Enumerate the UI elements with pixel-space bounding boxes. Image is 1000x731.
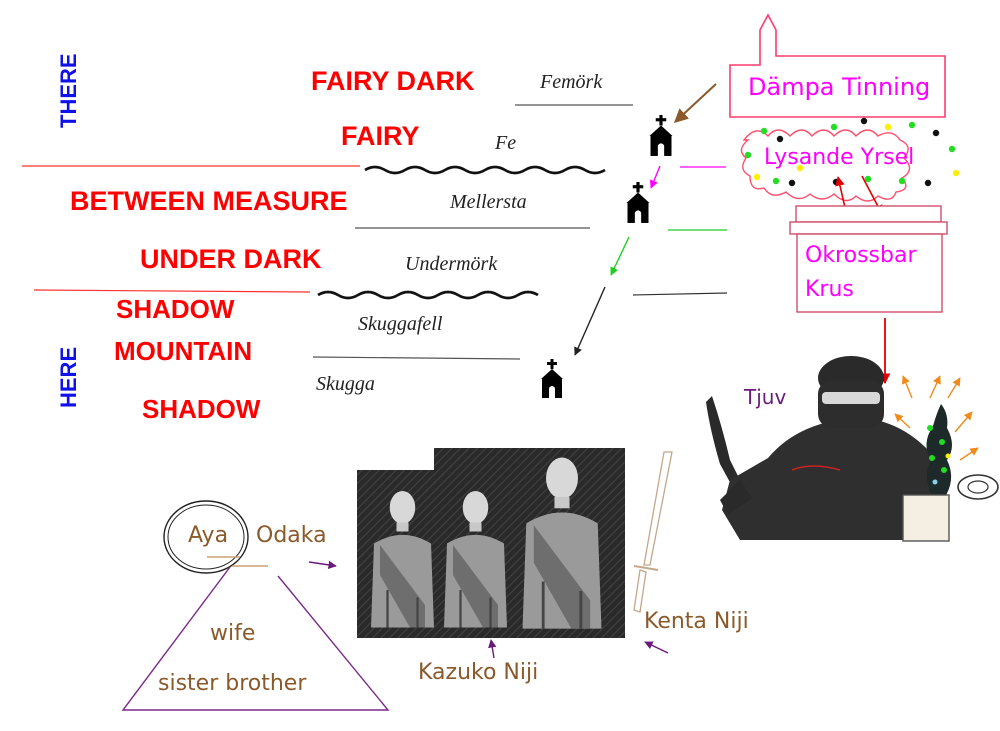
link-line-black <box>632 292 728 296</box>
realm-under-dark: UNDER DARK <box>140 244 322 274</box>
thief-label: Tjuv <box>743 385 786 409</box>
here-axis-label: HERE <box>56 347 81 408</box>
person-aya-last: Odaka <box>256 523 327 548</box>
relation-sister-brother: sister brother <box>158 671 307 696</box>
glow-arrows <box>894 375 979 461</box>
realm-swedish-fe: Fe <box>494 132 516 154</box>
arrow-chapel-to-chapel <box>649 165 661 189</box>
item-jar-label-2: Krus <box>805 277 854 302</box>
realm-swedish-mellersta: Mellersta <box>449 191 527 213</box>
wavy-border <box>364 165 606 175</box>
thief-figure-icon <box>706 356 946 540</box>
realm-fairy: FAIRY <box>341 121 420 151</box>
cloud-outline-icon <box>740 129 911 202</box>
aya-highlight-circle-inner <box>167 504 245 570</box>
person-kenta: Kenta Niji <box>644 609 749 634</box>
item-cloud-label: Lysande Yrsel <box>764 145 914 170</box>
arrow-chapel-down <box>574 286 606 356</box>
glowing-plant-icon <box>902 404 999 542</box>
realm-swedish-skugga: Skugga <box>316 373 375 395</box>
monks-family-icon <box>357 448 625 638</box>
chapel-icon <box>626 182 650 223</box>
person-aya-first: Aya <box>188 523 228 548</box>
jar-body-icon <box>789 221 948 235</box>
item-church-label: Dämpa Tinning <box>748 73 930 101</box>
divider-line-red <box>33 289 311 293</box>
realm-shadow-mountain-line2: MOUNTAIN <box>114 336 252 366</box>
chapel-icon <box>649 115 673 156</box>
realm-shadow: SHADOW <box>142 394 261 424</box>
arrow-aya-to-monks <box>308 560 337 570</box>
realm-between-measure: BETWEEN MEASURE <box>70 186 348 216</box>
jar-lid-icon <box>795 205 942 223</box>
arrow-kazuko <box>488 639 497 659</box>
arrow-chapel-down <box>610 236 630 276</box>
realm-fairy-dark: FAIRY DARK <box>311 66 475 96</box>
item-jar-label-1: Okrossbar <box>805 243 917 268</box>
realm-swedish-undermork: Undermörk <box>405 253 498 275</box>
arrow-kenta <box>644 641 669 654</box>
realm-swedish-skuggafell: Skuggafell <box>358 313 443 335</box>
realm-swedish-femork: Femörk <box>539 71 603 93</box>
church-outline-icon <box>729 13 946 118</box>
relation-wife: wife <box>210 621 255 646</box>
sword-icon <box>633 451 673 613</box>
chapel-icon <box>541 359 563 398</box>
sparkle-dots <box>744 117 960 187</box>
jar-box-icon <box>796 233 943 313</box>
divider-line <box>312 356 521 360</box>
there-axis-label: THERE <box>56 53 81 128</box>
aya-highlight-circle <box>163 500 249 574</box>
family-triangle <box>121 566 390 711</box>
wavy-border <box>317 290 539 300</box>
arrow-church-to-chapel <box>673 83 717 123</box>
realm-shadow-mountain-line1: SHADOW <box>116 294 235 324</box>
person-kazuko: Kazuko Niji <box>418 660 538 685</box>
